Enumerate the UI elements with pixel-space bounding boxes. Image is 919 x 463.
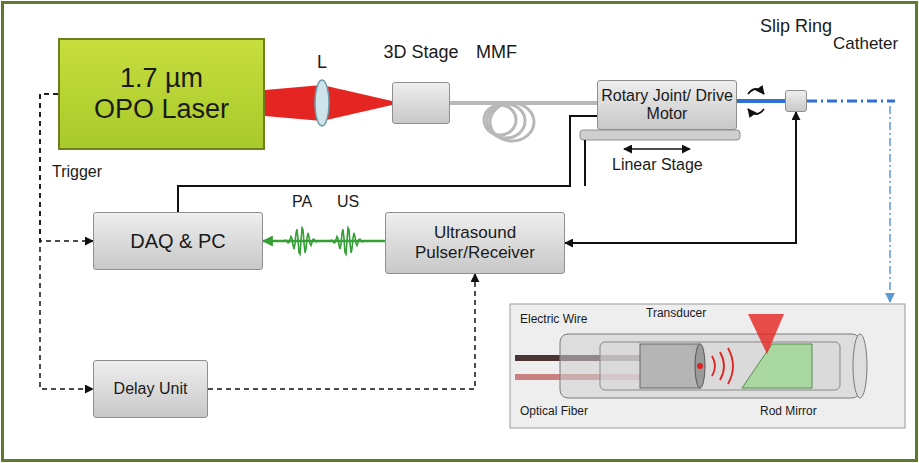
node-heading: 3D Stage [383, 42, 458, 63]
signal-label: PA [292, 193, 312, 211]
catheter-line [807, 100, 895, 103]
wave-arc [728, 348, 733, 384]
node-text: 1.7 µm OPO Laser [90, 63, 233, 125]
inset-panel [510, 304, 905, 428]
rod-mirror [742, 344, 812, 388]
part-name: Electric Wire [520, 313, 587, 327]
zoom-arrow [889, 106, 891, 302]
signal-label: Trigger [52, 163, 102, 181]
fiber-label: MMF [476, 42, 517, 63]
fiber-tip [697, 363, 703, 369]
laser-box: 1.7 µm OPO Laser [58, 38, 265, 150]
focused-beam [322, 85, 392, 121]
stage-label: Linear Stage [612, 156, 703, 174]
node-heading: Slip Ring [760, 16, 832, 37]
sound-waves [712, 348, 733, 384]
connector [208, 274, 475, 389]
node-text: Ultrasound Pulser/Receiver [386, 223, 564, 262]
wave-arc [712, 356, 715, 376]
process-box: DAQ & PC [93, 212, 263, 270]
transducer-face [695, 344, 705, 388]
connector [737, 99, 785, 103]
transducer-body [640, 344, 700, 388]
connector [263, 240, 385, 243]
process-box: Rotary Joint/ Drive Motor [597, 80, 737, 130]
slip-ring-box: Slip Ring [785, 90, 807, 112]
process-box: Delay Unit [93, 360, 208, 418]
connector [450, 101, 597, 105]
part-name: Transducer [646, 307, 706, 321]
fiber-coil [484, 103, 534, 141]
outer-sheath [560, 334, 860, 398]
outer-frame [3, 3, 917, 461]
catheter-label: Catheter [833, 34, 898, 54]
node-text: DAQ & PC [130, 230, 226, 253]
connector [565, 112, 796, 243]
node-text: Rotary Joint/ Drive Motor [598, 87, 736, 124]
rotation-arrow [748, 109, 764, 114]
wave-arc [720, 352, 724, 380]
sheath-end [853, 334, 867, 398]
stage-box: 3D Stage [392, 82, 450, 124]
light-cone [748, 314, 784, 354]
laser-beam [265, 85, 322, 121]
linear-stage-platform [580, 130, 740, 140]
motion-arrow [624, 148, 690, 150]
stage-wire [584, 140, 586, 186]
signal-label: US [337, 193, 359, 211]
rotation-arrow [748, 89, 764, 94]
node-text: Delay Unit [114, 380, 188, 398]
part-name: Rod Mirror [760, 405, 817, 419]
part-name: Optical Fiber [520, 405, 588, 419]
inner-tube [600, 342, 840, 390]
lens-label: L [317, 52, 327, 73]
process-box: Ultrasound Pulser/Receiver [385, 212, 565, 274]
lens-symbol [315, 80, 329, 126]
fiber-loop [490, 103, 534, 141]
